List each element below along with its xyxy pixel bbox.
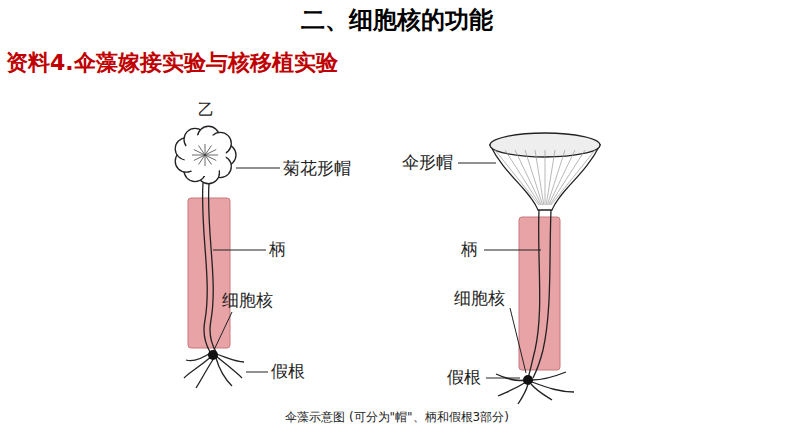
cap-ray bbox=[525, 150, 543, 205]
cap-ray bbox=[550, 150, 585, 205]
cap-ray bbox=[192, 155, 205, 156]
part-label: 伞形帽 bbox=[402, 152, 453, 172]
page-title: 二、细胞核的功能 bbox=[301, 6, 493, 35]
umbrella-cap bbox=[490, 145, 600, 210]
cap-ray bbox=[199, 145, 206, 155]
nucleus bbox=[523, 375, 533, 385]
nucleus bbox=[208, 350, 218, 360]
cap-center bbox=[184, 134, 226, 176]
cap-ray bbox=[545, 150, 546, 205]
cap-rays bbox=[495, 150, 595, 205]
cap-ray bbox=[551, 150, 595, 205]
cap-ray bbox=[505, 150, 540, 205]
figure-letter: 乙 bbox=[198, 100, 214, 119]
rhizoid bbox=[496, 372, 574, 404]
part-label: 细胞核 bbox=[222, 290, 273, 310]
cap-ray bbox=[535, 150, 544, 205]
cap-ray bbox=[515, 150, 541, 205]
cap-ray bbox=[546, 150, 555, 205]
section-heading: 资料4.伞藻嫁接实验与核移植实验 bbox=[6, 50, 338, 76]
stalk bbox=[209, 183, 216, 352]
part-label: 菊花形帽 bbox=[283, 158, 351, 178]
chrysanthemum-cap bbox=[175, 126, 236, 183]
cap-ray bbox=[205, 155, 206, 166]
stalk bbox=[533, 210, 551, 378]
part-label: 假根 bbox=[271, 361, 305, 381]
cap-ray bbox=[549, 150, 575, 205]
cap-ray bbox=[205, 155, 218, 156]
cap-ray bbox=[205, 144, 206, 155]
part-label: 假根 bbox=[447, 367, 481, 387]
cap-ray bbox=[205, 150, 216, 156]
stalk bbox=[528, 210, 540, 378]
part-label: 细胞核 bbox=[454, 288, 505, 308]
cap-ray bbox=[205, 155, 212, 165]
cap-ray bbox=[194, 155, 205, 161]
cap-ray bbox=[547, 150, 565, 205]
cap-ray bbox=[495, 150, 539, 205]
part-label: 柄 bbox=[269, 239, 286, 259]
figure-caption: 伞藻示意图 (可分为"帽"、柄和假根3部分) bbox=[285, 410, 509, 424]
part-label: 柄 bbox=[461, 239, 478, 259]
leader-lines bbox=[213, 163, 541, 378]
